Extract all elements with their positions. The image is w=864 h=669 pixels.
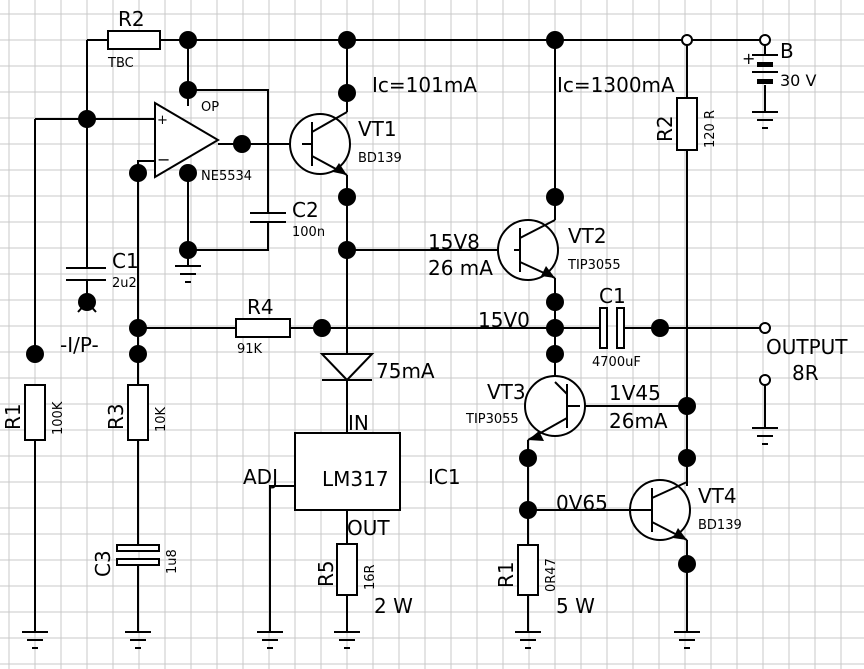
svg-text:100n: 100n <box>292 225 325 240</box>
svg-text:TIP3055: TIP3055 <box>465 412 519 427</box>
input-terminal: -I/P- <box>60 300 99 357</box>
mid-voltage-label: 15V0 <box>478 308 530 332</box>
svg-text:15V8: 15V8 <box>428 230 480 254</box>
svg-text:10K: 10K <box>154 406 169 432</box>
svg-text:C2: C2 <box>292 198 319 222</box>
capacitor-c2: C2 100n <box>250 198 325 240</box>
open-terminals <box>681 34 771 386</box>
svg-text:IN: IN <box>348 411 369 435</box>
svg-text:ADJ: ADJ <box>243 465 278 489</box>
capacitor-c3: C3 1u8 <box>91 544 180 577</box>
svg-text:R2: R2 <box>118 7 145 31</box>
svg-text:2u2: 2u2 <box>112 276 137 291</box>
svg-text:IC1: IC1 <box>428 465 461 489</box>
svg-text:+: + <box>157 113 168 128</box>
svg-text:100K: 100K <box>51 401 66 435</box>
svg-text:R5: R5 <box>314 560 338 587</box>
transistor-vt1: VT1 BD139 Ic=101mA <box>289 73 477 176</box>
svg-text:C3: C3 <box>91 550 115 577</box>
transistor-vt4: VT4 BD139 0V65 <box>556 479 742 541</box>
capacitor-c1-input: C1 2u2 <box>66 249 139 291</box>
transistor-vt2: VT2 TIP3055 15V8 26 mA <box>428 219 621 281</box>
svg-text:BD139: BD139 <box>358 151 402 166</box>
svg-text:VT1: VT1 <box>358 117 397 141</box>
svg-text:OP: OP <box>201 100 219 115</box>
resistor-r1-emitter: R1 0R47 5 W <box>494 544 595 618</box>
resistor-r5: R5 16R 2 W <box>314 543 413 618</box>
svg-text:B: B <box>780 39 794 63</box>
svg-text:NE5534: NE5534 <box>201 169 252 184</box>
load-label: 8R <box>792 361 819 385</box>
svg-text:1u8: 1u8 <box>165 549 180 574</box>
svg-text:26mA: 26mA <box>609 409 668 433</box>
svg-text:R4: R4 <box>247 295 274 319</box>
svg-text:VT2: VT2 <box>568 224 607 248</box>
junction-dots <box>26 31 696 573</box>
regulator-lm317: LM317 IN ADJ OUT IC1 <box>243 411 461 540</box>
svg-text:OUT: OUT <box>347 516 390 540</box>
svg-text:120 R: 120 R <box>703 110 718 148</box>
svg-text:4700uF: 4700uF <box>592 355 641 370</box>
svg-text:0R47: 0R47 <box>544 558 559 592</box>
output-label: OUTPUT <box>766 335 848 359</box>
svg-text:26 mA: 26 mA <box>428 256 493 280</box>
resistor-r2-right: R2 120 R <box>653 97 718 151</box>
resistor-r4: R4 91K <box>235 295 291 357</box>
svg-text:5 W: 5 W <box>556 594 595 618</box>
svg-text:+: + <box>742 49 755 68</box>
svg-text:VT3: VT3 <box>487 380 526 404</box>
opamp-ne5534: + − OP NE5534 <box>154 100 252 184</box>
svg-text:16R: 16R <box>363 564 378 590</box>
capacitor-c1-output: C1 4700uF <box>592 284 641 370</box>
svg-text:−: − <box>157 150 170 169</box>
resistor-r2-top: R2 TBC <box>107 7 161 71</box>
svg-text:1V45: 1V45 <box>609 381 661 405</box>
svg-text:R1: R1 <box>494 561 518 588</box>
svg-text:Ic=101mA: Ic=101mA <box>372 73 477 97</box>
svg-text:BD139: BD139 <box>698 518 742 533</box>
svg-text:0V65: 0V65 <box>556 491 608 515</box>
resistor-r1-left: R1 100K <box>1 384 66 441</box>
ground-symbols <box>22 111 778 649</box>
svg-text:LM317: LM317 <box>322 467 389 491</box>
svg-text:91K: 91K <box>237 342 263 357</box>
resistor-r3: R3 10K <box>104 384 169 441</box>
svg-text:TBC: TBC <box>107 56 134 71</box>
diode-current-source: 75mA <box>319 353 435 383</box>
svg-text:TIP3055: TIP3055 <box>567 258 621 273</box>
svg-text:-I/P-: -I/P- <box>60 333 99 357</box>
battery: + B 30 V <box>742 39 816 90</box>
svg-text:C1: C1 <box>112 249 139 273</box>
svg-text:R2: R2 <box>653 115 677 142</box>
svg-text:75mA: 75mA <box>376 359 435 383</box>
svg-text:R1: R1 <box>1 403 25 430</box>
svg-text:C1: C1 <box>599 284 626 308</box>
svg-text:30 V: 30 V <box>780 71 816 90</box>
right-current-label: Ic=1300mA <box>557 73 675 97</box>
transistor-vt3: VT3 TIP3055 1V45 26mA <box>465 375 668 441</box>
svg-text:2 W: 2 W <box>374 594 413 618</box>
svg-text:VT4: VT4 <box>698 484 737 508</box>
svg-text:R3: R3 <box>104 403 128 430</box>
